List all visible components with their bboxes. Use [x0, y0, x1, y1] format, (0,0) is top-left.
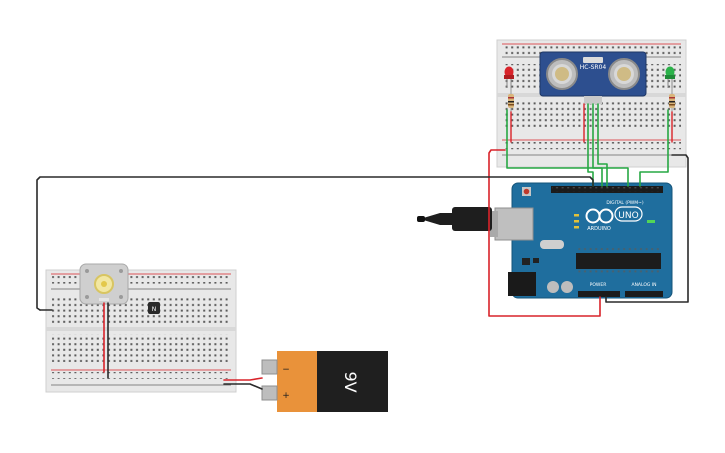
- battery-label: 9V: [341, 371, 360, 392]
- sensor-label: HC-SR04: [580, 64, 607, 71]
- usb-cable: [417, 207, 492, 231]
- transistor-label: N: [152, 306, 157, 313]
- wire-red-battery: [223, 377, 263, 381]
- resistor-left: [508, 88, 514, 112]
- battery-minus: −: [282, 365, 290, 375]
- dc-motor: [79, 263, 129, 305]
- bottom-breadboard: [45, 269, 237, 393]
- transistor: N: [148, 302, 160, 314]
- wire-green-3: [597, 103, 608, 187]
- wire-green-left-led: [506, 109, 629, 187]
- wire-black-gnd: [605, 154, 689, 303]
- arduino-uno: DIGITAL (PWM~) ARDUINO UNO POWER ANALOG …: [490, 182, 673, 299]
- analog-header-label: ANALOG IN: [631, 282, 656, 288]
- digital-header-label: DIGITAL (PWM~): [606, 200, 644, 206]
- wire-black-motor: [36, 176, 594, 311]
- battery-9v: − + 9V: [261, 351, 388, 412]
- wire-red-5v: [488, 149, 601, 317]
- wire-black-battery: [223, 383, 263, 390]
- arduino-model: UNO: [618, 211, 638, 221]
- red-led: [504, 66, 514, 88]
- resistor-right: [669, 88, 675, 112]
- wires: [36, 103, 689, 390]
- wire-green-right-led: [639, 109, 669, 187]
- green-led: [665, 66, 675, 88]
- ultrasonic-sensor: HC-SR04: [539, 51, 647, 104]
- battery-plus: +: [282, 391, 290, 401]
- power-header-label: POWER: [590, 282, 607, 288]
- arduino-logo-text: ARDUINO: [587, 226, 611, 232]
- arduino-logo: ARDUINO: [585, 208, 614, 232]
